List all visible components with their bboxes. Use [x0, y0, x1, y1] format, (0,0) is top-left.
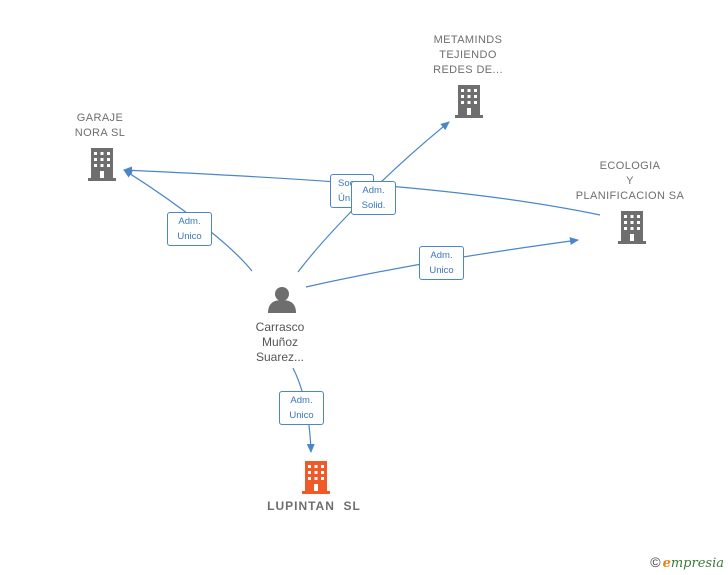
copyright-icon: ©	[650, 554, 661, 570]
building-icon[interactable]	[88, 148, 116, 181]
edge-label-solid[interactable]: Adm. Solid.	[351, 181, 396, 215]
node-label-metaminds[interactable]: METAMINDS TEJIENDO REDES DE...	[433, 34, 503, 76]
brand-logo-text: mpresia	[670, 556, 724, 571]
building-icon[interactable]	[455, 85, 483, 118]
edge-label-garaje[interactable]: Adm. Unico	[167, 212, 212, 246]
node-label-garaje[interactable]: GARAJE NORA SL	[74, 112, 126, 139]
building-icon-main[interactable]	[302, 461, 330, 494]
node-label-lupintan[interactable]: LUPINTAN SL	[267, 499, 361, 513]
node-label-ecologia[interactable]: ECOLOGIA Y PLANIFICACION SA	[575, 160, 685, 202]
brand-logo-e: e	[662, 556, 671, 571]
node-label-person[interactable]: Carrasco Muñoz Suarez...	[255, 320, 305, 364]
edge-ecologia-to-garaje	[123, 166, 601, 216]
edge-label-ecologia[interactable]: Adm. Unico	[419, 246, 464, 280]
edge-label-lupintan[interactable]: Adm. Unico	[279, 391, 324, 425]
brand-footer: ©empresia	[650, 554, 724, 571]
building-icon[interactable]	[618, 211, 646, 244]
person-icon[interactable]	[268, 287, 296, 313]
